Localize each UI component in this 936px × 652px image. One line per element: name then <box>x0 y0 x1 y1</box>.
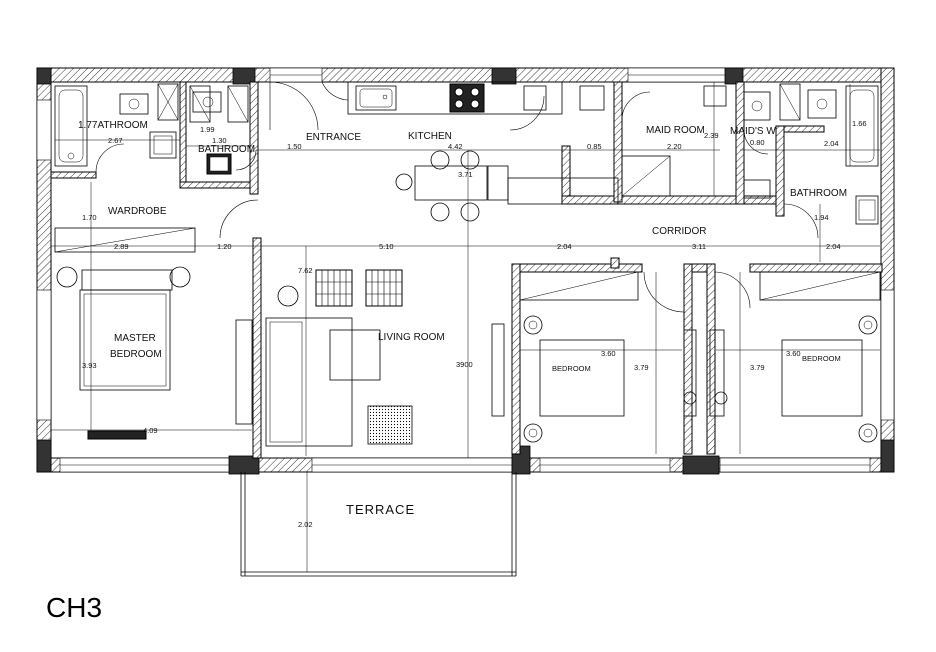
dim-2-04-a: 2.04 <box>824 139 839 148</box>
dim-3-93: 3.93 <box>82 361 97 370</box>
dim-0-80: 0.80 <box>750 138 765 147</box>
dim-3-60-b: 3.60 <box>786 349 801 358</box>
dimension-labels: 2.67 1.99 1.30 1.50 4.42 3.71 0.85 2.20 … <box>82 119 867 529</box>
dim-3900: 3900 <box>456 360 473 369</box>
dim-1-94: 1.94 <box>814 213 829 222</box>
label-maid-room: MAID ROOM <box>646 125 705 136</box>
dim-2-20: 2.20 <box>667 142 682 151</box>
label-master-bedroom-2: BEDROOM <box>110 349 162 360</box>
interior-walls <box>50 81 883 459</box>
label-corridor: CORRIDOR <box>652 226 706 237</box>
dimension-lines <box>51 82 880 572</box>
dim-4-09: 4.09 <box>143 426 158 435</box>
label-terrace: TERRACE <box>346 502 415 517</box>
label-bathroom-a: 1.77ATHROOM <box>78 120 148 131</box>
dim-1-66: 1.66 <box>852 119 867 128</box>
dim-3-79-a: 3.79 <box>634 363 649 372</box>
label-kitchen: KITCHEN <box>408 131 452 142</box>
terrace <box>240 472 517 577</box>
room-labels: 1.77ATHROOM BATHROOM ENTRANCE KITCHEN MA… <box>78 120 847 517</box>
dim-7-62: 7.62 <box>298 266 313 275</box>
dim-2-04-c: 2.04 <box>826 242 841 251</box>
label-entrance: ENTRANCE <box>306 132 361 143</box>
dim-2-39: 2.39 <box>704 131 719 140</box>
dim-2-89: 2.89 <box>114 242 129 251</box>
label-wardrobe: WARDROBE <box>108 206 167 217</box>
plan-code: CH3 <box>46 592 103 623</box>
dim-3-79-b: 3.79 <box>750 363 765 372</box>
dim-2-67: 2.67 <box>108 136 123 145</box>
dim-1-20: 1.20 <box>217 242 232 251</box>
outer-walls <box>36 67 895 475</box>
fixtures <box>54 81 881 447</box>
doors <box>95 81 819 313</box>
dim-1-99: 1.99 <box>200 125 215 134</box>
label-master-bedroom-1: MASTER <box>114 333 156 344</box>
dim-1-30: 1.30 <box>212 136 227 145</box>
label-maids-wc: MAID'S W <box>730 126 776 137</box>
dim-3-71: 3.71 <box>458 170 473 179</box>
label-living-room: LIVING ROOM <box>378 332 445 343</box>
dim-3-60-a: 3.60 <box>601 349 616 358</box>
dim-0-85: 0.85 <box>587 142 602 151</box>
dim-1-70: 1.70 <box>82 213 97 222</box>
dim-2-04-b: 2.04 <box>557 242 572 251</box>
dim-1-50: 1.50 <box>287 142 302 151</box>
dim-2-02: 2.02 <box>298 520 313 529</box>
label-bedroom-2: BEDROOM <box>802 354 841 363</box>
dim-5-10: 5.10 <box>379 242 394 251</box>
label-bedroom-1: BEDROOM <box>552 364 591 373</box>
dim-3-11: 3.11 <box>692 242 706 251</box>
label-bathroom-c: BATHROOM <box>790 188 847 199</box>
label-bathroom-b: BATHROOM <box>198 144 255 155</box>
dim-4-42: 4.42 <box>448 142 463 151</box>
